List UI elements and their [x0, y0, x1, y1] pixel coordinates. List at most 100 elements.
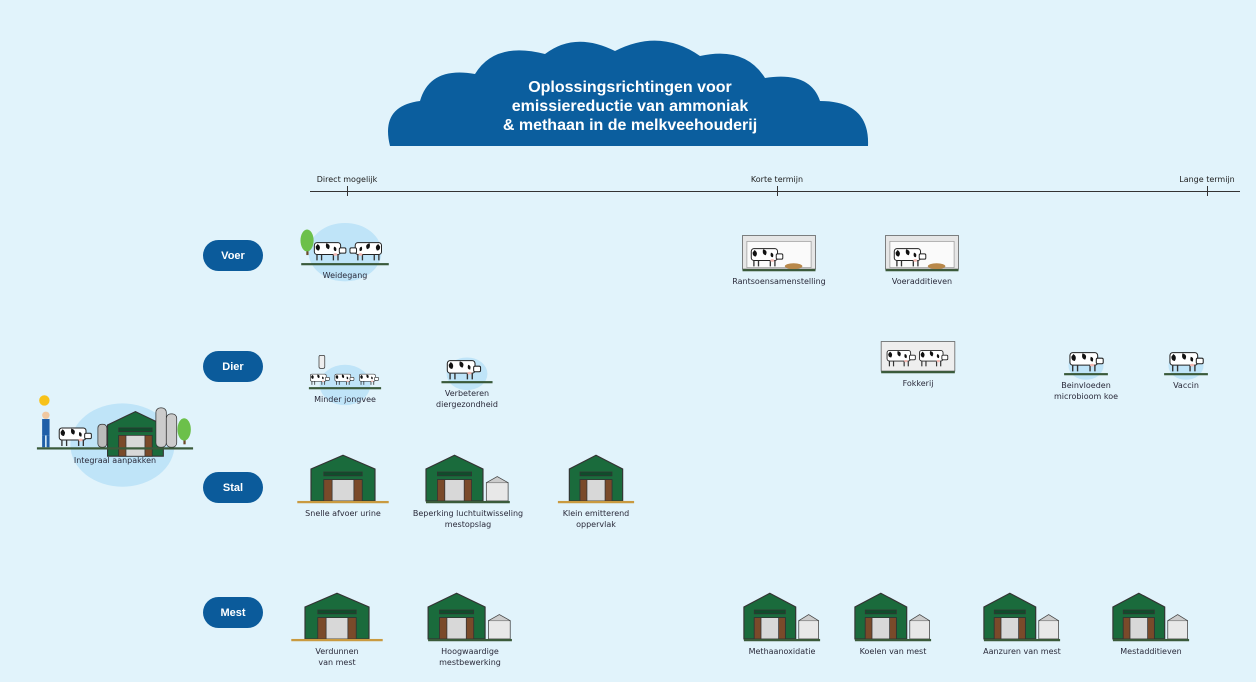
ground-line — [743, 638, 821, 642]
ground-line — [885, 269, 959, 272]
solution-microbioom: Beinvloeden microbioom koe — [1054, 322, 1118, 402]
solution-label: Aanzuren van mest — [972, 646, 1072, 657]
solution-label: Beperking luchtuitwisseling mestopslag — [413, 508, 523, 530]
timeline-label-start: Direct mogelijk — [316, 175, 378, 184]
microbe-cow-icon — [1054, 322, 1118, 380]
label-line: Weidegang — [322, 271, 368, 280]
ground-line — [1112, 638, 1190, 642]
title-line: emissiereductie van ammoniak — [511, 98, 749, 115]
barn-icon — [107, 410, 164, 457]
barn-water-icon — [277, 578, 397, 642]
label-line: Vaccin — [1173, 381, 1199, 390]
label-line: microbioom koe — [1053, 392, 1119, 401]
page-title: Oplossingsrichtingen voor emissiereducti… — [420, 78, 840, 135]
storage-icon — [488, 614, 511, 640]
solution-fokkerij: Fokkerij — [868, 318, 968, 389]
cow-heart-icon — [432, 330, 502, 391]
title-line: & methaan in de melkveehouderij — [502, 117, 758, 134]
label-line: Minder jongvee — [314, 395, 376, 404]
solution-label: Voeradditieven — [872, 276, 972, 287]
feed-icon — [784, 263, 803, 270]
storage-icon — [486, 476, 509, 502]
category-voer: Voer — [203, 240, 263, 271]
cow-icon — [893, 248, 927, 267]
solution-label: Rantsoensamenstelling — [729, 276, 829, 287]
label-line: Hoogwaardige — [441, 647, 499, 656]
vaccine-cow-icon — [1156, 322, 1216, 380]
label-line: Beperking luchtuitwisseling — [412, 509, 524, 518]
tree-icon — [177, 418, 191, 445]
ground-line — [301, 263, 389, 266]
barn-icon — [427, 592, 486, 640]
ground-line — [854, 638, 932, 642]
ground-line — [1064, 373, 1108, 376]
barn-icon — [743, 592, 797, 640]
barn-icon — [854, 592, 908, 640]
tree-icon — [300, 229, 314, 256]
label-line: Voeradditieven — [891, 277, 953, 286]
cow-icon — [1069, 352, 1104, 372]
label-line: Fokkerij — [902, 379, 934, 388]
solution-rantsoen: Rantsoensamenstelling — [729, 218, 829, 287]
cow-icon — [58, 427, 92, 447]
label-line: Aanzuren van mest — [983, 647, 1061, 656]
storage-icon — [1167, 614, 1188, 640]
timeline-tick — [347, 186, 348, 196]
cow-icon — [313, 242, 347, 261]
ground-line — [426, 500, 510, 504]
timeline-label-middle: Korte termijn — [750, 175, 804, 184]
barn-icon — [304, 592, 370, 640]
solution-weidegang: Weidegang — [285, 212, 405, 282]
solution-mestbewerking: Hoogwaardige mestbewerking — [415, 578, 525, 668]
solution-label: Beinvloeden microbioom koe — [1054, 380, 1118, 402]
solution-luchtuitwisseling: Beperking luchtuitwisseling mestopslag — [413, 440, 523, 530]
solution-label: Weidegang — [285, 270, 405, 281]
barn-storage-icon — [413, 440, 523, 504]
solution-label: Koelen van mest — [843, 646, 943, 657]
timeline-axis — [310, 191, 1240, 192]
barn-additive-icon — [1101, 578, 1201, 642]
cow-icon — [750, 248, 784, 267]
solution-label: Hoogwaardige mestbewerking — [415, 646, 525, 668]
ground-line — [742, 269, 816, 272]
barn-cooling-icon — [843, 578, 943, 642]
solution-koelen: Koelen van mest — [843, 578, 943, 657]
title-cloud — [388, 40, 869, 146]
label-line: Koelen van mest — [859, 647, 927, 656]
ground-line — [983, 638, 1061, 642]
label-line: Beinvloeden — [1061, 381, 1111, 390]
label-line: Methaanoxidatie — [748, 647, 816, 656]
cow-icon — [334, 373, 355, 385]
category-stal: Stal — [203, 472, 263, 503]
barn-ph-icon — [972, 578, 1072, 642]
cow-icon — [349, 242, 382, 261]
barn-icon — [310, 454, 376, 502]
solution-jongvee: Minder jongvee — [295, 338, 395, 406]
solution-label: Integraal aanpakken — [10, 455, 220, 466]
label-line: Verdunnen — [315, 647, 359, 656]
category-dier: Dier — [203, 351, 263, 382]
label-line: mestopslag — [444, 520, 492, 529]
timeline-label-end: Lange termijn — [1179, 175, 1235, 184]
storage-icon — [798, 614, 819, 640]
solution-voeradd: Voeradditieven — [872, 218, 972, 287]
ground-line — [36, 447, 194, 450]
dna-cows-icon — [868, 318, 968, 374]
cow-icon — [310, 373, 330, 385]
storage-icon — [909, 614, 930, 640]
solution-label: Vaccin — [1156, 380, 1216, 391]
label-line: mestbewerking — [439, 658, 501, 667]
ground-line — [881, 371, 955, 374]
solution-label: Minder jongvee — [295, 394, 395, 405]
label-line: Mestadditieven — [1120, 647, 1182, 656]
cow-icon — [446, 360, 482, 380]
timeline-tick — [1207, 186, 1208, 196]
silo-icon — [97, 407, 178, 448]
ground-line — [291, 638, 383, 642]
solution-label: Methaanoxidatie — [732, 646, 832, 657]
sky-background — [319, 364, 371, 406]
solution-mestadditieven: Mestadditieven — [1101, 578, 1201, 657]
